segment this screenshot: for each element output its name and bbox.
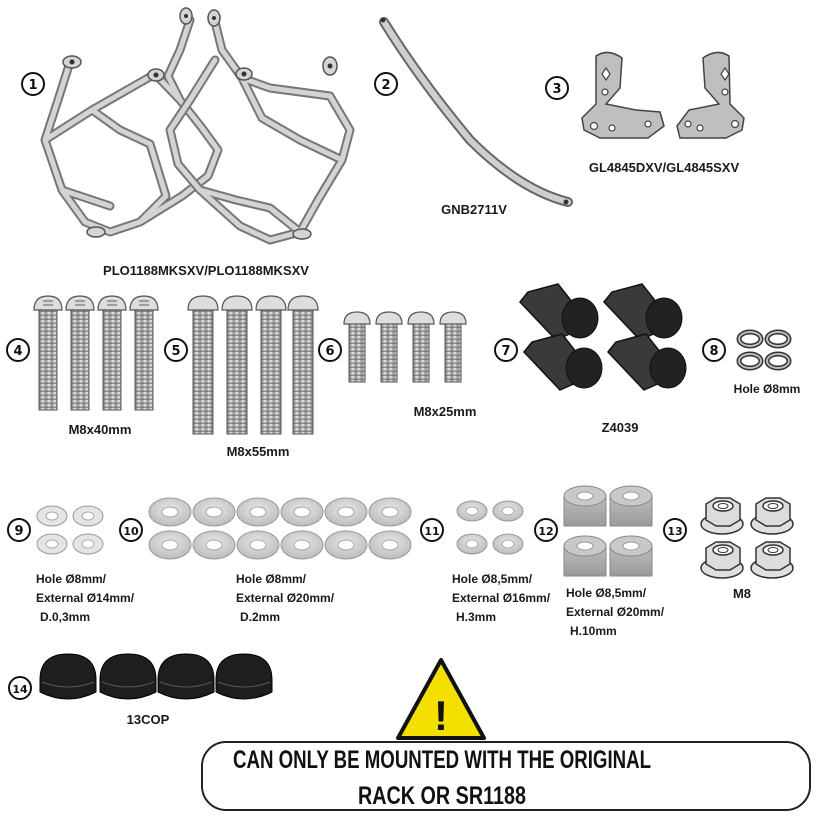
badge-5-number: 5 (171, 344, 180, 359)
badge-7 (494, 338, 518, 362)
label-item-9-line-2: External Ø14mm/ (36, 591, 135, 605)
label-item-10-line-2: External Ø20mm/ (236, 591, 335, 605)
item-7-rubber-spacers (519, 283, 687, 391)
label-item-6: M8x25mm (414, 404, 477, 419)
badge-13-number: 13 (667, 525, 682, 538)
badge-7-number: 7 (501, 344, 510, 359)
label-item-14: 13COP (127, 712, 170, 727)
item-13-nuts (700, 497, 794, 579)
badge-8-number: 8 (709, 344, 718, 359)
label-item-11-line-3: H.3mm (456, 610, 496, 624)
badge-3-number: 3 (552, 82, 561, 97)
label-item-5: M8x55mm (227, 444, 290, 459)
item-3-brackets (581, 51, 745, 139)
badge-4 (6, 338, 30, 362)
item-4-bolts-m8x40 (33, 295, 159, 411)
label-item-2: GNB2711V (441, 202, 507, 217)
item-11-small-spacers (456, 500, 524, 555)
item-12-thick-spacers (563, 485, 653, 577)
label-item-12-line-1: Hole Ø8,5mm/ (566, 586, 647, 600)
label-item-9-line-3: D.0,3mm (40, 610, 90, 624)
badge-12 (534, 518, 558, 542)
item-14-caps (39, 653, 273, 700)
warning-triangle-icon (396, 658, 486, 740)
label-item-1: PLO1188MKSXV/PLO1188MKSXV (103, 263, 309, 278)
item-1-side-frames (40, 7, 355, 245)
badge-6 (318, 338, 342, 362)
label-item-12-line-2: External Ø20mm/ (566, 605, 665, 619)
badge-2-number: 2 (381, 78, 390, 93)
warning-box (201, 741, 811, 811)
label-item-8: Hole Ø8mm (734, 382, 801, 396)
badge-14-number: 14 (12, 683, 28, 696)
item-9-thin-washers (36, 505, 104, 555)
badge-9 (7, 518, 31, 542)
badge-12-number: 12 (538, 525, 553, 538)
badge-1-number: 1 (28, 78, 37, 93)
item-number-badges (6, 72, 726, 700)
label-item-13: M8 (733, 586, 751, 601)
label-item-10-line-1: Hole Ø8mm/ (236, 572, 307, 586)
item-5-bolts-m8x55 (187, 295, 319, 435)
badge-1 (21, 72, 45, 96)
label-item-11-line-1: Hole Ø8,5mm/ (452, 572, 533, 586)
warning-exclamation: ! (434, 692, 448, 739)
badge-9-number: 9 (14, 524, 23, 539)
badge-6-number: 6 (325, 344, 334, 359)
label-item-4: M8x40mm (69, 422, 132, 437)
item-6-bolts-m8x25 (343, 311, 467, 383)
item-2-rear-bar (379, 17, 573, 207)
label-item-3: GL4845DXV/GL4845SXV (589, 160, 740, 175)
badge-8 (702, 338, 726, 362)
item-10-large-washers (148, 497, 412, 560)
label-item-12-line-3: H.10mm (570, 624, 617, 638)
badge-11-number: 11 (424, 525, 439, 538)
label-item-7: Z4039 (602, 420, 639, 435)
badge-10-number: 10 (123, 525, 139, 538)
badge-13 (663, 518, 687, 542)
badge-3 (545, 76, 569, 100)
label-item-11-line-2: External Ø16mm/ (452, 591, 551, 605)
label-item-9-line-1: Hole Ø8mm/ (36, 572, 107, 586)
badge-10 (119, 518, 143, 542)
badge-5 (164, 338, 188, 362)
badge-4-number: 4 (13, 344, 22, 359)
warning-text-line-2: RACK OR SR1188 (358, 782, 526, 810)
badge-11 (420, 518, 444, 542)
item-8-spring-washers (736, 329, 792, 371)
label-item-10-line-3: D.2mm (240, 610, 280, 624)
badge-14 (8, 676, 32, 700)
warning-block: ! CAN ONLY BE MOUNTED WITH THE ORIGINAL … (201, 658, 811, 811)
warning-text-line-1: CAN ONLY BE MOUNTED WITH THE ORIGINAL (233, 746, 651, 774)
badge-2 (374, 72, 398, 96)
